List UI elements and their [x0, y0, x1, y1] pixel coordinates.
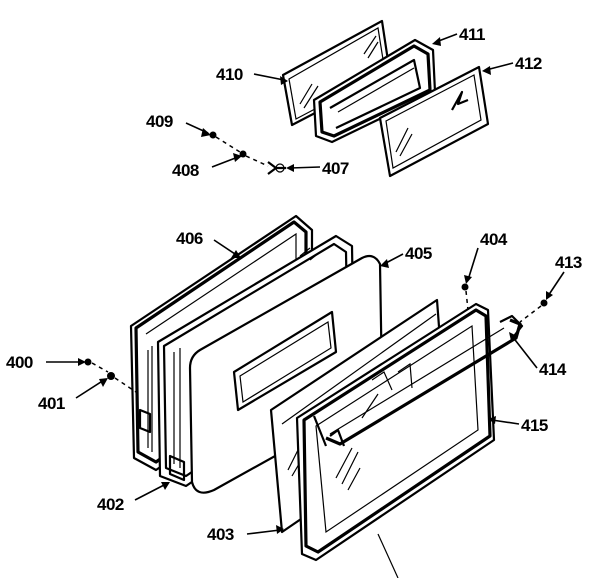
part-414-handle — [325, 314, 524, 446]
label-414: 414 — [539, 360, 567, 379]
label-400: 400 — [6, 353, 33, 372]
leader-lines — [46, 33, 565, 535]
label-412: 412 — [515, 54, 542, 73]
part-404-screw — [461, 283, 469, 291]
label-415: 415 — [521, 416, 548, 435]
part-413-screw — [540, 299, 548, 307]
part-409-screw — [209, 131, 217, 139]
part-labels: 410 411 412 409 408 407 406 405 404 413 … — [6, 25, 582, 544]
label-405: 405 — [405, 244, 432, 263]
label-401: 401 — [38, 394, 65, 413]
part-400-screw — [84, 358, 92, 366]
part-415-outer-door — [295, 302, 496, 562]
label-407: 407 — [322, 159, 349, 178]
label-403: 403 — [207, 525, 234, 544]
part-401-washer — [107, 372, 115, 380]
label-408: 408 — [172, 161, 199, 180]
part-412-glass-panel — [378, 65, 490, 178]
label-404: 404 — [480, 230, 508, 249]
label-411: 411 — [459, 25, 485, 44]
label-402: 402 — [97, 495, 124, 514]
part-407-clip — [267, 161, 286, 175]
label-406: 406 — [176, 229, 203, 248]
label-410: 410 — [216, 65, 243, 84]
label-409: 409 — [146, 112, 173, 131]
label-413: 413 — [555, 253, 582, 272]
